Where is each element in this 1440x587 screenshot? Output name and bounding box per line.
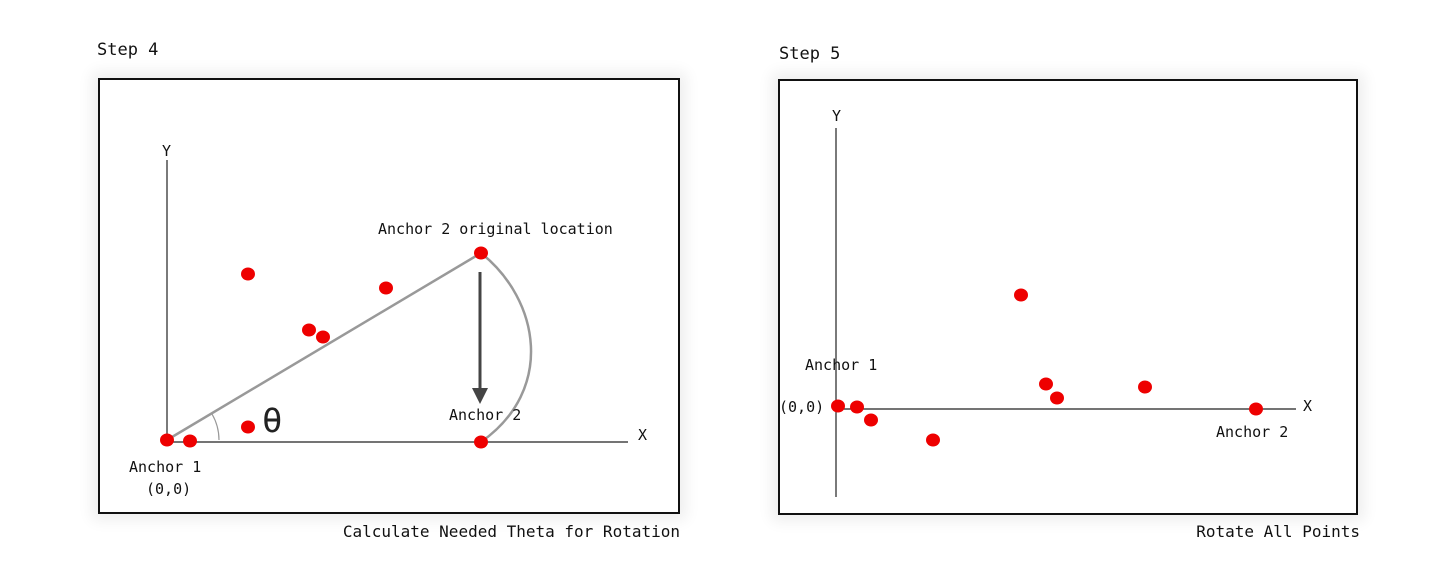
- step5-title: Step 5: [779, 44, 841, 64]
- step4-anchor2-label: Anchor 2: [449, 406, 521, 424]
- step4-point: [241, 267, 255, 281]
- step5-anchor1-label: Anchor 1: [805, 356, 877, 374]
- step4-anchor2-original-point: [474, 246, 488, 260]
- step4-theta-symbol: θ: [262, 401, 282, 441]
- step4-point: [183, 434, 197, 448]
- step5-point: [864, 413, 878, 427]
- step5-panel: [778, 79, 1358, 515]
- step5-anchor2-label: Anchor 2: [1216, 423, 1288, 441]
- step5-x-axis-label: X: [1303, 397, 1312, 415]
- step5-anchor2-point: [1249, 402, 1263, 416]
- step5-anchor1-point: [831, 399, 845, 413]
- step4-down-arrow-head: [472, 388, 488, 404]
- step4-anchor1-coords: (0,0): [146, 480, 191, 498]
- step5-anchor1-coords: (0,0): [779, 398, 824, 416]
- step5-point: [1039, 377, 1053, 391]
- step5-point: [1138, 380, 1152, 394]
- step5-point: [926, 433, 940, 447]
- step4-rotation-arc: [480, 252, 533, 444]
- step5-point: [850, 400, 864, 414]
- step4-anchor2-original-label: Anchor 2 original location: [378, 220, 613, 238]
- step4-caption: Calculate Needed Theta for Rotation: [342, 522, 680, 541]
- step4-anchor2-point: [474, 435, 488, 449]
- step5-y-axis-label: Y: [832, 107, 841, 125]
- step4-point: [302, 323, 316, 337]
- step4-y-axis-label: Y: [162, 142, 171, 160]
- step4-x-axis-label: X: [638, 426, 647, 444]
- step5-point: [1014, 288, 1028, 302]
- step4-point: [316, 330, 330, 344]
- step5-point: [1050, 391, 1064, 405]
- step4-title: Step 4: [97, 40, 159, 60]
- step4-point: [241, 420, 255, 434]
- step4-theta-arc: [211, 413, 220, 441]
- step4-hypotenuse-line: [166, 251, 482, 442]
- step4-anchor1-label: Anchor 1: [129, 458, 201, 476]
- step5-caption: Rotate All Points: [1196, 522, 1360, 541]
- step4-point: [379, 281, 393, 295]
- step4-anchor1-point: [160, 433, 174, 447]
